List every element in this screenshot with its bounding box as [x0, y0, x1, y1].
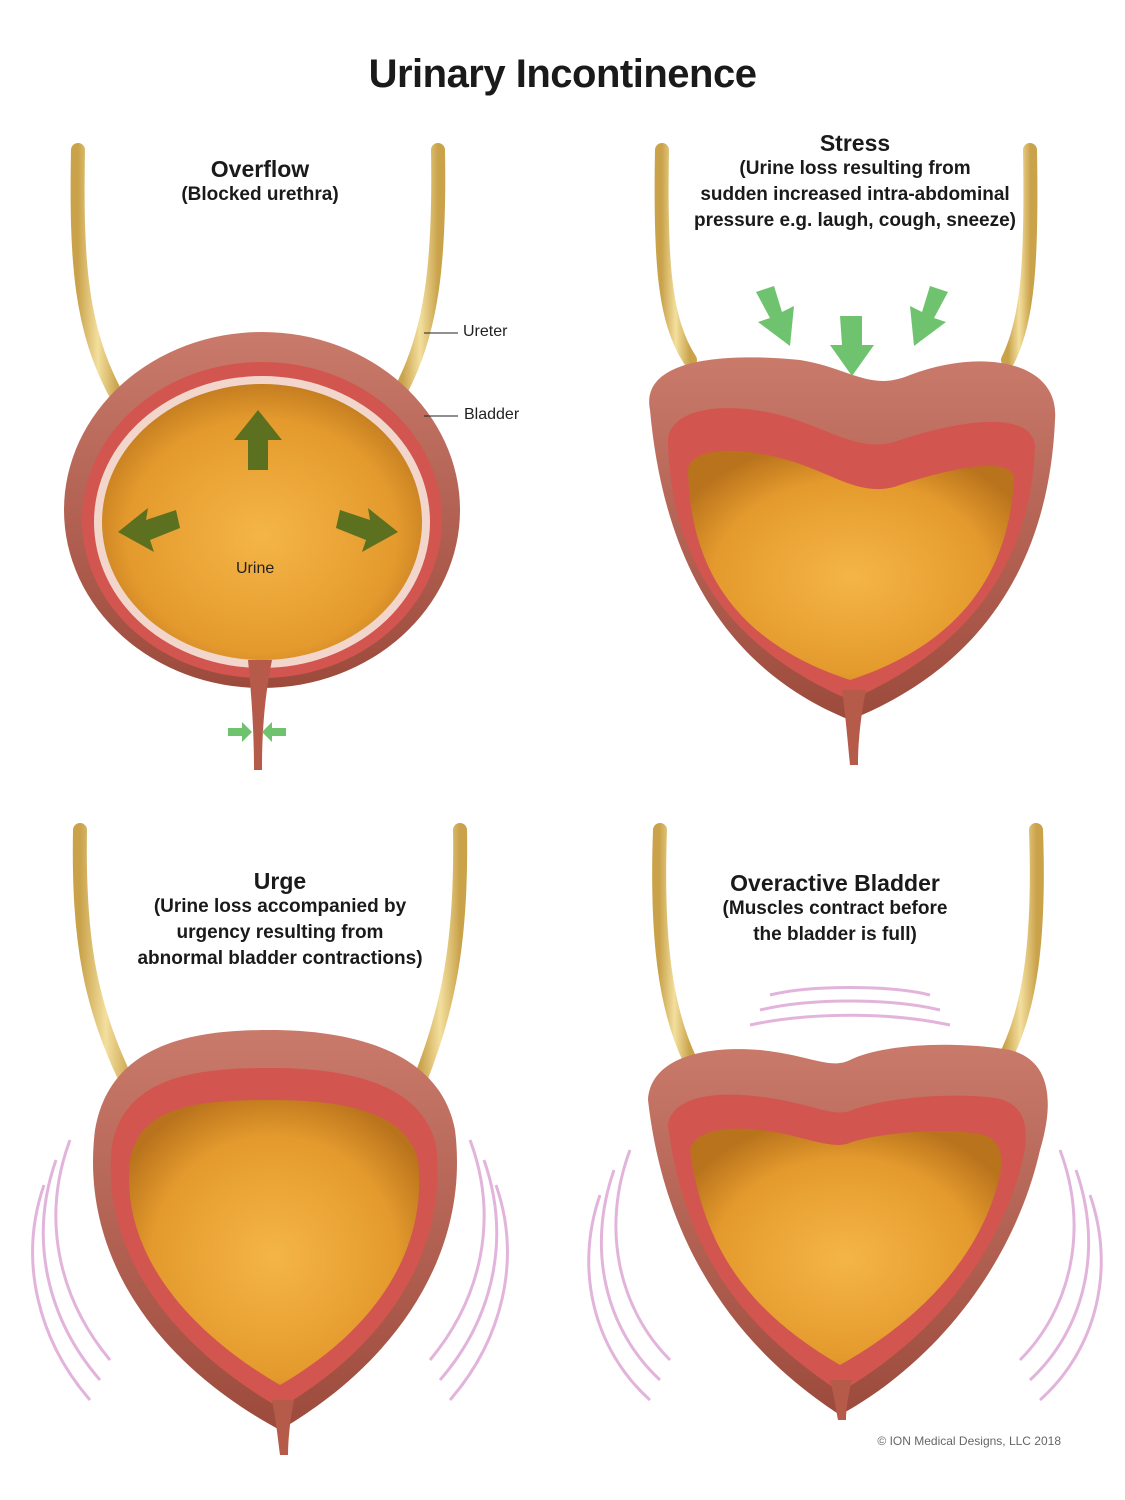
- arrow-right-icon: [336, 508, 398, 552]
- right-ureter: [395, 143, 446, 395]
- panel-subtitle: (Urine loss accompanied by urgency resul…: [137, 896, 423, 969]
- urethra: [830, 1380, 852, 1420]
- pressure-arrow-left-icon: [756, 286, 794, 346]
- urine-fill: [128, 1100, 420, 1385]
- right-ureter: [413, 823, 468, 1087]
- panel-title: Overactive Bladder: [730, 870, 940, 896]
- ureter-label: Ureter: [463, 323, 508, 340]
- stress-bladder: [649, 143, 1056, 765]
- urge-header: Urge (Urine loss accompanied by urgency …: [100, 868, 460, 972]
- urine-fill: [690, 1128, 1002, 1365]
- urethra: [842, 690, 866, 765]
- left-ureter: [70, 143, 125, 405]
- right-ureter: [997, 823, 1044, 1067]
- overactive-bladder: [587, 823, 1103, 1420]
- arrow-left-icon: [118, 508, 180, 552]
- pressure-arrow-center-icon: [830, 316, 874, 376]
- contraction-waves-icon: [587, 986, 1103, 1402]
- urge-bladder: [31, 823, 509, 1455]
- bladder-label: Bladder: [464, 406, 520, 423]
- urine-label: Urine: [236, 560, 275, 577]
- urethra-arrow-right-icon: [228, 722, 252, 742]
- overflow-header: Overflow (Blocked urethra): [100, 156, 420, 208]
- urethra: [248, 660, 272, 770]
- overactive-header: Overactive Bladder (Muscles contract bef…: [680, 870, 990, 948]
- panel-title: Urge: [253, 868, 307, 894]
- stress-header: Stress (Urine loss resulting from sudden…: [650, 130, 1060, 234]
- copyright-notice: © ION Medical Designs, LLC 2018: [877, 1434, 1061, 1448]
- left-ureter: [654, 143, 697, 367]
- panel-subtitle: (Urine loss resulting from sudden increa…: [693, 158, 1017, 231]
- left-ureter: [652, 823, 697, 1067]
- arrow-up-icon: [234, 410, 282, 470]
- panel-subtitle: (Blocked urethra): [181, 184, 339, 205]
- urethra: [272, 1400, 294, 1455]
- contraction-waves-icon: [31, 1139, 509, 1401]
- panel-title: Stress: [819, 130, 891, 156]
- page-title: Urinary Incontinence: [368, 52, 757, 96]
- urethra-arrow-left-icon: [262, 722, 286, 742]
- left-ureter: [72, 823, 139, 1099]
- pressure-arrow-right-icon: [910, 286, 948, 346]
- urine-fill: [688, 450, 1014, 680]
- right-ureter: [1001, 143, 1038, 367]
- urine-fill: [102, 384, 422, 660]
- overflow-bladder: [64, 143, 460, 770]
- panel-subtitle: (Muscles contract before the bladder is …: [722, 898, 948, 945]
- panel-title: Overflow: [210, 156, 310, 182]
